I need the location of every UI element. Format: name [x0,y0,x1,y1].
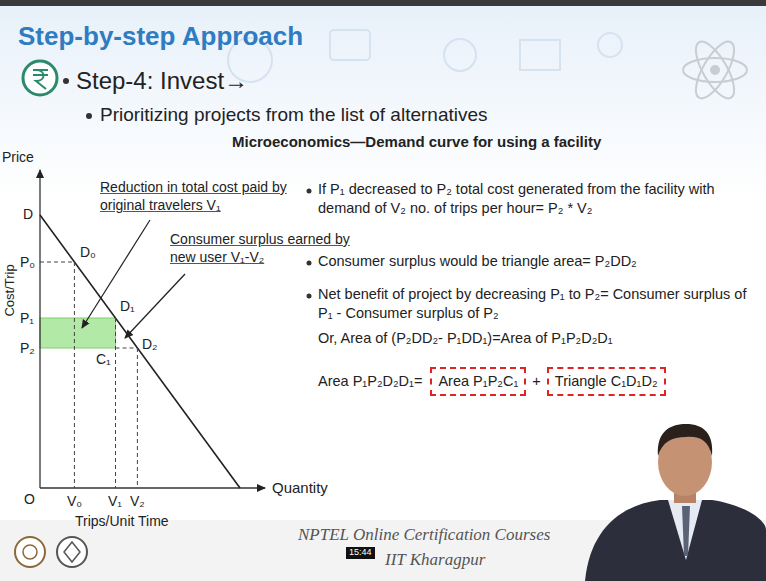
origin-label: O [24,490,35,508]
plus-sign: + [532,372,540,391]
box-text: Triangle C₁D₁D₂ [555,372,658,391]
bullet-text: If P₁ decreased to P₂ total cost generat… [318,180,748,218]
axis-label: Price [2,148,34,166]
callout-text: Reduction in total cost paid by original… [100,178,305,214]
price-label: P₂ [20,339,35,357]
axis-label: Trips/Unit Time [75,512,169,530]
formula-text: Or, Area of (P₂DD₂- P₁DD₁)=Area of P₁P₂D… [318,329,613,348]
top-strip [0,0,766,6]
price-label: P₀ [20,253,35,271]
guide-lines [40,262,137,488]
point-label: C₁ [96,350,111,368]
rupee-icon [23,61,57,95]
bullet-text: Prioritizing projects from the list of a… [100,103,488,128]
bullet-text: Consumer surplus would be triangle area=… [318,252,748,271]
point-label: D [23,205,33,223]
point-label: D₁ [120,297,135,315]
bullet-text: Net benefit of project by decreasing P₁ … [318,285,748,323]
timestamp: 15:44 [346,547,375,559]
slide-title: Step-by-step Approach [18,20,303,54]
footer-text: IIT Kharagpur [385,549,485,571]
axes [40,170,265,488]
footer-text: NPTEL Online Certification Courses [298,524,550,546]
atom-icon [683,36,747,103]
footer-logos [15,537,87,567]
quantity-label: V₁ [108,492,122,510]
point-label: D₀ [80,243,96,261]
axis-label: Cost/Trip [2,264,19,316]
presenter-figure [585,424,766,581]
axis-label: Quantity [272,478,328,498]
box-text: Area P₁P₂C₁ [438,372,518,391]
price-label: P₁ [20,309,34,327]
quantity-label: V₀ [67,492,82,510]
header-ground [0,0,766,200]
point-label: D₂ [142,335,158,353]
dashed-box: Area P₁P₂C₁ [430,367,526,396]
chart-heading: Microeconomics—Demand curve for using a … [232,132,601,152]
formula-text: Area P₁P₂D₂D₁= [318,372,422,391]
callout-arrows [82,220,185,338]
cost-reduction-band [40,318,116,348]
step-heading: Step-4: Invest→ [76,65,248,96]
dashed-box: Triangle C₁D₁D₂ [547,367,666,396]
quantity-label: V₂ [130,492,145,510]
